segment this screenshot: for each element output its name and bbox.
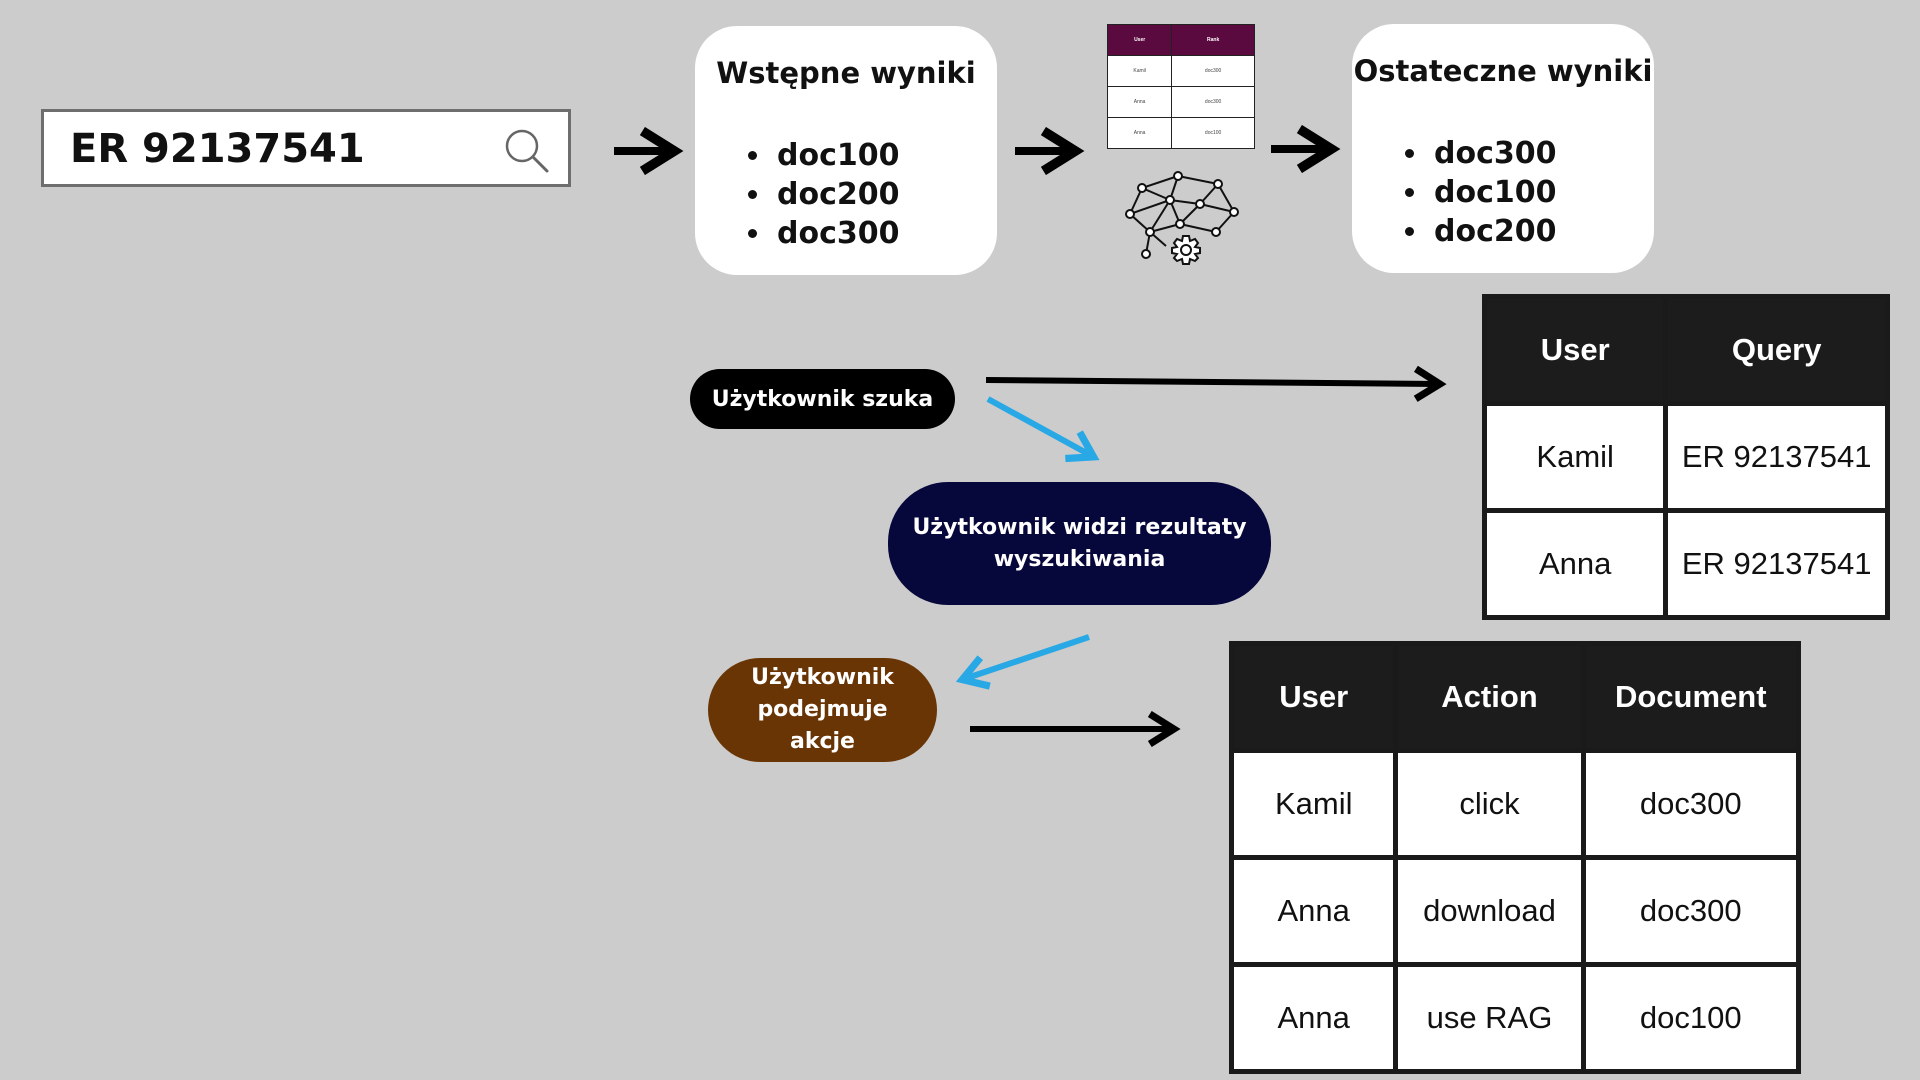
neural-network-gear-icon	[1125, 171, 1239, 265]
table-row: Kamil ER 92137541	[1481, 401, 1890, 513]
mini-table-cell: doc300	[1171, 55, 1255, 87]
table-header-query: Query	[1663, 294, 1890, 406]
initial-results-list: doc100 doc200 doc300	[745, 136, 900, 253]
list-item: doc100	[1430, 173, 1557, 212]
table-cell: Kamil	[1481, 401, 1669, 513]
table-cell: Anna	[1228, 855, 1399, 967]
final-results-list: doc300 doc100 doc200	[1402, 134, 1557, 251]
step-user-sees-results: Użytkownik widzi rezultaty wyszukiwania	[888, 482, 1271, 605]
step-user-takes-action: Użytkownik podejmuje akcje	[708, 658, 937, 762]
table-cell: doc100	[1580, 962, 1802, 1074]
table-cell: Kamil	[1228, 748, 1399, 860]
mini-table-cell: doc300	[1171, 86, 1255, 118]
table-header-document: Document	[1580, 641, 1802, 753]
table-cell: doc300	[1580, 748, 1802, 860]
mini-table-header: Rank	[1171, 24, 1255, 56]
query-log-table: User Query Kamil ER 92137541 Anna ER 921…	[1481, 294, 1890, 620]
mini-table-cell: doc100	[1171, 117, 1255, 149]
initial-results-card: Wstępne wyniki doc100 doc200 doc300	[695, 26, 997, 275]
table-cell: doc300	[1580, 855, 1802, 967]
search-icon[interactable]	[502, 126, 550, 174]
arrow-sees-to-action	[955, 634, 1090, 690]
mini-table-cell: Kamil	[1106, 55, 1173, 87]
table-cell: download	[1393, 855, 1586, 967]
table-cell: ER 92137541	[1663, 508, 1890, 620]
initial-results-title: Wstępne wyniki	[716, 56, 976, 90]
search-box[interactable]: ER 92137541	[41, 109, 571, 187]
action-log-table: User Action Document Kamil click doc300 …	[1228, 641, 1802, 1074]
table-header-action: Action	[1393, 641, 1586, 753]
table-row: Anna use RAG doc100	[1228, 962, 1802, 1074]
step-user-searches: Użytkownik szuka	[690, 369, 955, 429]
final-results-card: Ostateczne wyniki doc300 doc100 doc200	[1352, 24, 1654, 273]
table-header-user: User	[1228, 641, 1399, 753]
table-row: Anna download doc300	[1228, 855, 1802, 967]
arrow-search-to-sees	[986, 396, 1100, 463]
table-header-user: User	[1481, 294, 1669, 406]
list-item: doc300	[1430, 134, 1557, 173]
search-query: ER 92137541	[70, 126, 365, 172]
mini-table-cell: Anna	[1106, 117, 1173, 149]
table-cell: Anna	[1228, 962, 1399, 1074]
table-cell: ER 92137541	[1663, 401, 1890, 513]
table-cell: use RAG	[1393, 962, 1586, 1074]
arrow-search-to-query-log	[985, 365, 1447, 402]
list-item: doc200	[1430, 212, 1557, 251]
table-row: Anna ER 92137541	[1481, 508, 1890, 620]
table-cell: click	[1393, 748, 1586, 860]
list-item: doc200	[773, 175, 900, 214]
table-row: Kamil click doc300	[1228, 748, 1802, 860]
mini-table-cell: Anna	[1106, 86, 1173, 118]
ranking-mini-table: User Rank Kamil doc300 Anna doc300 Anna …	[1106, 24, 1255, 149]
list-item: doc100	[773, 136, 900, 175]
final-results-title: Ostateczne wyniki	[1353, 54, 1653, 88]
list-item: doc300	[773, 214, 900, 253]
mini-table-header: User	[1106, 24, 1173, 56]
table-cell: Anna	[1481, 508, 1669, 620]
